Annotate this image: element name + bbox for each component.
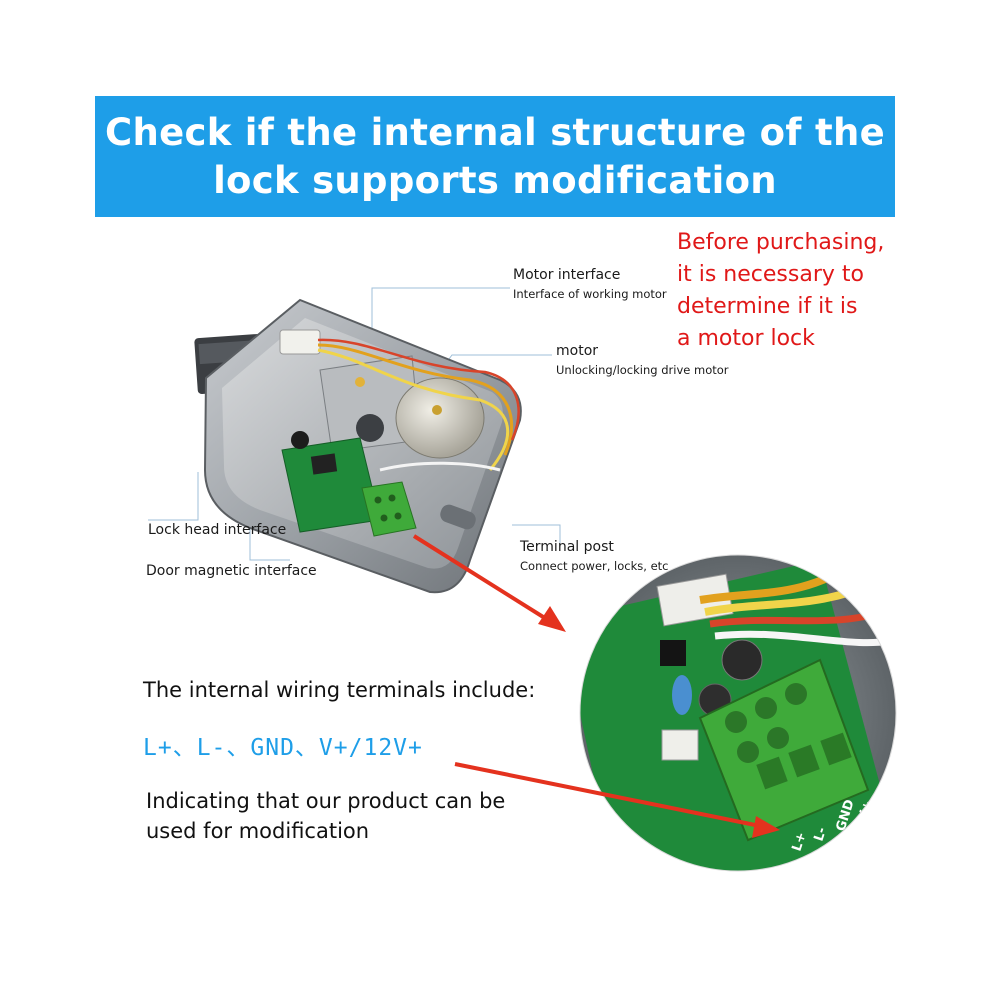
lock-body [194, 298, 522, 594]
warning-line-3: determine if it is [677, 294, 858, 319]
label-motor-interface: Motor interface Interface of working mot… [513, 266, 667, 303]
mark-l-plus: L+ [790, 830, 810, 853]
wiring-title: The internal wiring terminals include: [143, 678, 536, 702]
label-door-magnetic: Door magnetic interface [146, 563, 317, 579]
label-terminal-title: Terminal post [520, 539, 614, 555]
label-motor: motor Unlocking/locking drive motor [556, 342, 729, 379]
warning-line-4: a motor lock [677, 326, 815, 351]
title-banner: Check if the internal structure of the l… [95, 96, 895, 217]
label-terminal-post: Terminal post Connect power, locks, etc [520, 538, 668, 575]
modification-note-line-2: used for modification [146, 819, 370, 843]
pointer-arrows [412, 534, 780, 838]
banner-line-1: Check if the internal structure of the [105, 110, 885, 154]
modification-note-line-1: Indicating that our product can be [146, 789, 506, 813]
modification-note: Indicating that our product can be used … [146, 786, 505, 846]
label-terminal-sub: Connect power, locks, etc [520, 559, 669, 573]
label-motor-interface-sub: Interface of working motor [513, 287, 667, 301]
warning-line-2: it is necessary to [677, 262, 864, 287]
label-motor-sub: Unlocking/locking drive motor [556, 363, 729, 377]
label-lock-head: Lock head interface [148, 522, 287, 538]
label-motor-interface-title: Motor interface [513, 267, 621, 283]
zoomed-terminal-view: L+ L- GND V+ [579, 554, 897, 872]
warning-line-1: Before purchasing, [677, 230, 885, 255]
label-motor-title: motor [556, 343, 599, 359]
banner-line-2: lock supports modification [213, 158, 777, 202]
wiring-terms: L+、L-、GND、V+/12V+ [143, 735, 423, 761]
mark-l-minus: L- [812, 826, 830, 844]
purchase-warning: Before purchasing, it is necessary to de… [677, 227, 884, 355]
